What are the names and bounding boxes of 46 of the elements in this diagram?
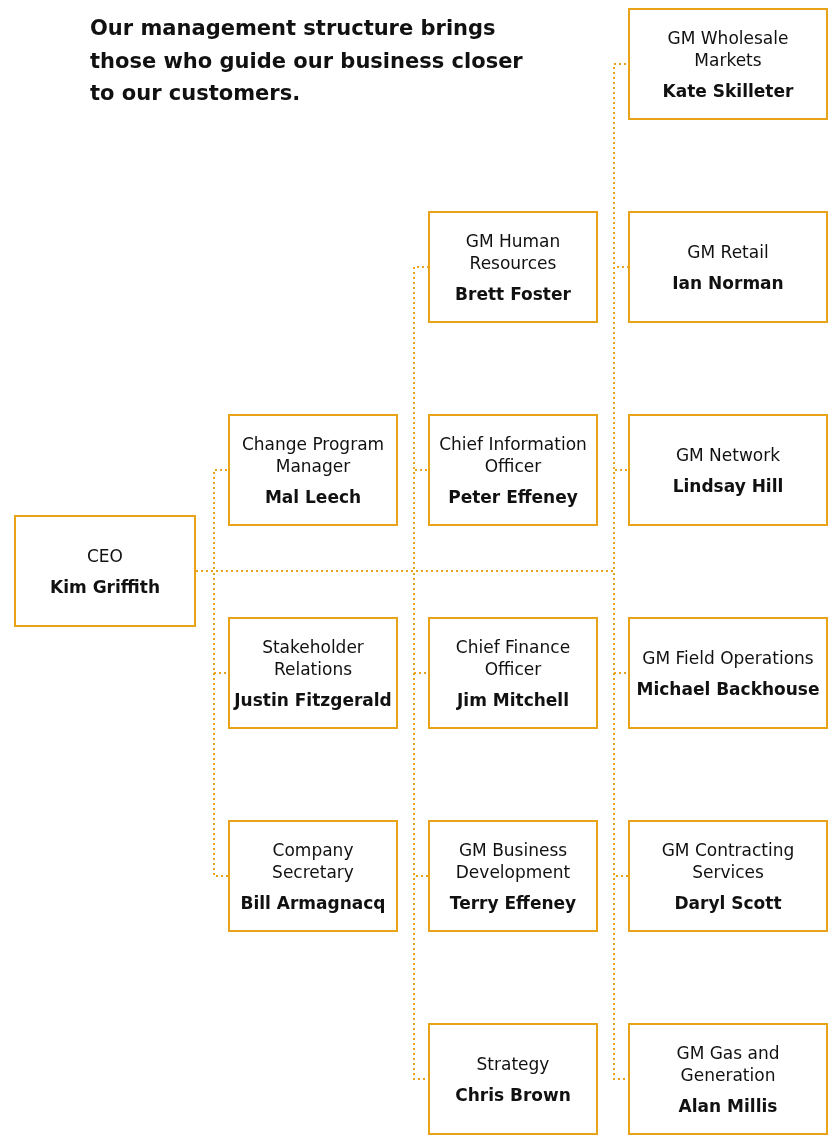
person-name: Peter Effeney xyxy=(448,487,578,508)
person-name: Terry Effeney xyxy=(449,893,577,914)
org-box xyxy=(428,414,598,526)
job-title: GM Network xyxy=(675,443,781,467)
job-title: GM Retail xyxy=(687,240,769,264)
person-name: Chris Brown xyxy=(455,1085,571,1106)
person-name: Kim Griffith xyxy=(50,577,160,598)
job-title: Stakeholder Relations xyxy=(261,635,365,681)
org-box xyxy=(628,820,828,932)
org-box xyxy=(428,1023,598,1135)
job-title: Strategy xyxy=(476,1052,550,1076)
org-box xyxy=(228,820,398,932)
person-name: Mal Leech xyxy=(264,487,362,508)
person-name: Alan Millis xyxy=(678,1096,778,1117)
person-name: Brett Foster xyxy=(455,284,571,305)
person-name: Lindsay Hill xyxy=(672,476,784,497)
job-title: GM Human Resources xyxy=(464,229,562,275)
org-box xyxy=(628,617,828,729)
heading: Our management structure brings those who guide our business closer to our customers. xyxy=(90,15,524,108)
job-title: GM Gas and Generation xyxy=(675,1041,781,1087)
person-name: Ian Norman xyxy=(672,273,784,294)
org-box xyxy=(428,211,598,323)
person-name: Daryl Scott xyxy=(674,893,782,914)
org-box xyxy=(228,414,398,526)
person-name: Jim Mitchell xyxy=(457,690,569,711)
job-title: Change Program Manager xyxy=(240,432,386,478)
job-title: GM Business Development xyxy=(454,838,572,884)
job-title: Chief Finance Officer xyxy=(454,635,572,681)
person-name: Michael Backhouse xyxy=(636,679,820,700)
person-name: Kate Skilleter xyxy=(662,81,794,102)
job-title: GM Field Operations xyxy=(642,646,814,670)
job-title: CEO xyxy=(87,544,123,568)
job-title: Company Secretary xyxy=(271,838,355,884)
job-title: GM Contracting Services xyxy=(660,838,796,884)
person-name: Justin Fitzgerald xyxy=(234,690,392,711)
org-box xyxy=(628,211,828,323)
org-box xyxy=(428,820,598,932)
org-box xyxy=(228,617,398,729)
job-title: Chief Information Officer xyxy=(438,432,588,478)
org-box xyxy=(628,414,828,526)
person-name: Bill Armagnacq xyxy=(240,893,386,914)
org-box xyxy=(428,617,598,729)
org-box xyxy=(628,1023,828,1135)
job-title: GM Wholesale Markets xyxy=(666,26,790,72)
org-box xyxy=(14,515,196,627)
org-box xyxy=(628,8,828,120)
